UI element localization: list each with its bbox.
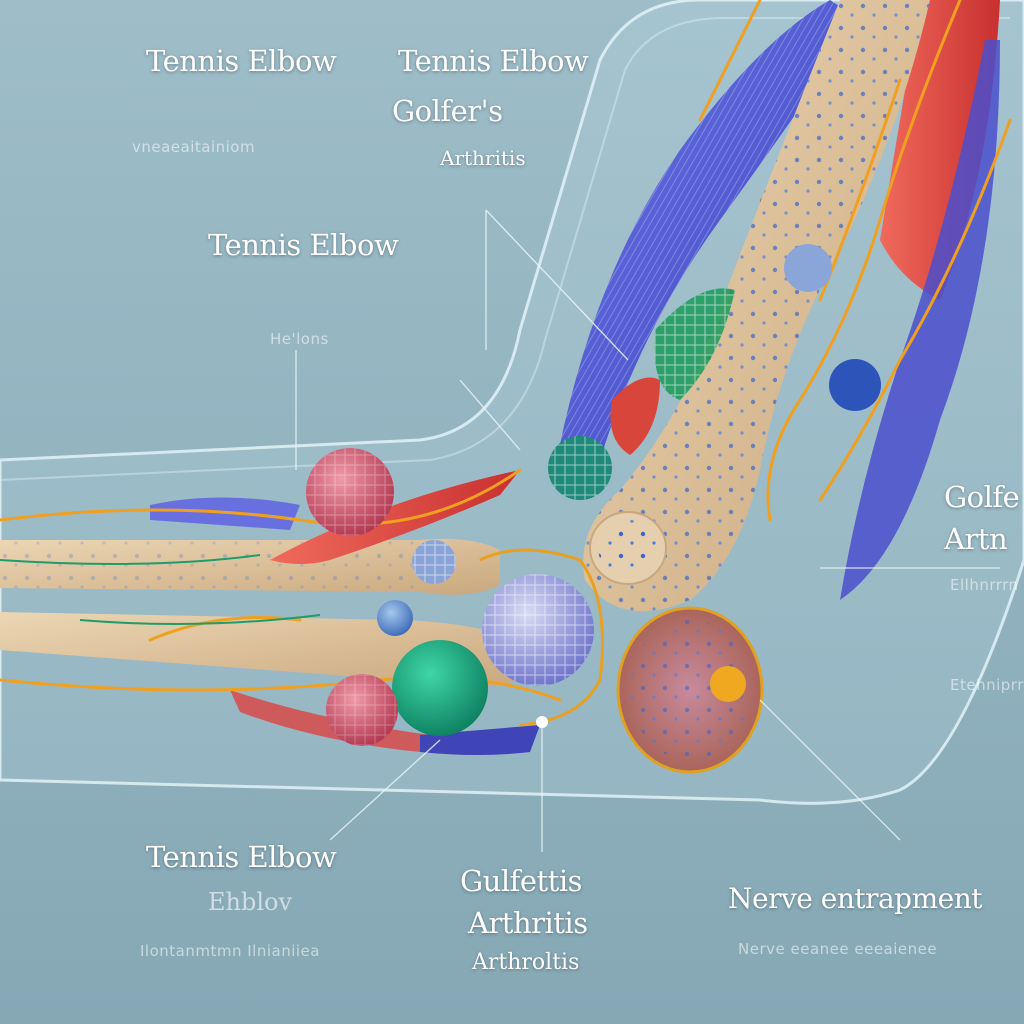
- label-top-left-title: Tennis Elbow: [146, 44, 337, 78]
- small-solid-blue-ball: [377, 600, 413, 636]
- blue-cluster-right: [829, 359, 881, 411]
- label-top-center-small: Arthritis: [440, 146, 526, 170]
- label-right-title-1: Golfe: [944, 480, 1020, 514]
- label-bottom-right-title: Nerve entrapment: [728, 882, 983, 915]
- triceps-muscle-red: [880, 0, 1000, 300]
- vessel-network: [0, 554, 321, 625]
- label-bottom-center-1: Gulfettis: [460, 864, 582, 898]
- label-right-faint-2: Etehniprrn: [950, 676, 1024, 694]
- teal-mesh-overlay: [548, 436, 612, 500]
- label-bottom-center-2: Arthritis: [468, 906, 588, 940]
- blue-lattice-texture: [482, 574, 594, 686]
- label-left-mid-title: Tennis Elbow: [208, 228, 399, 262]
- biceps-muscle-fibers: [555, 0, 860, 470]
- label-right-faint-1: Ellhnrrrn: [950, 576, 1019, 594]
- humerus-bone-texture: [583, 0, 930, 612]
- green-nodule: [392, 640, 488, 736]
- label-right-title-2: Artn: [944, 522, 1008, 556]
- forearm-muscle-red: [270, 470, 520, 564]
- joint-ring-orange: [479, 548, 604, 727]
- pointer-dot: [536, 716, 548, 728]
- label-bottom-center-3: Arthroltis: [472, 950, 580, 975]
- leader-lines: [295, 209, 1000, 852]
- green-mesh-overlay: [654, 288, 735, 400]
- label-left-mid-faint: He'lons: [270, 330, 329, 348]
- elbow-joint-texture: [630, 620, 750, 760]
- red-mesh-tissue: [610, 377, 660, 455]
- small-blue-ball-texture: [412, 540, 456, 584]
- skin-outline-inner: [0, 17, 1010, 481]
- label-bottom-right-faint: Nerve eeanee eeeaienee: [738, 940, 938, 958]
- medial-epicondyle-spots: [598, 520, 658, 576]
- label-top-center-sub: Golfer's: [392, 94, 503, 128]
- blue-cluster-upper: [784, 244, 832, 292]
- pink-nodule-lower-texture: [326, 674, 398, 746]
- orange-nodule: [710, 666, 746, 702]
- deep-muscle-blue-right: [840, 40, 1000, 600]
- label-bottom-left-title: Tennis Elbow: [146, 840, 337, 874]
- pink-nodule-upper-texture: [306, 448, 394, 536]
- label-top-center-title: Tennis Elbow: [398, 44, 589, 78]
- label-bottom-left-faint: Ilontanmtmn Ilnianiiea: [140, 942, 320, 960]
- label-top-left-faint: vneaeaitainiom: [132, 138, 256, 156]
- label-bottom-left-sub: Ehblov: [208, 888, 293, 916]
